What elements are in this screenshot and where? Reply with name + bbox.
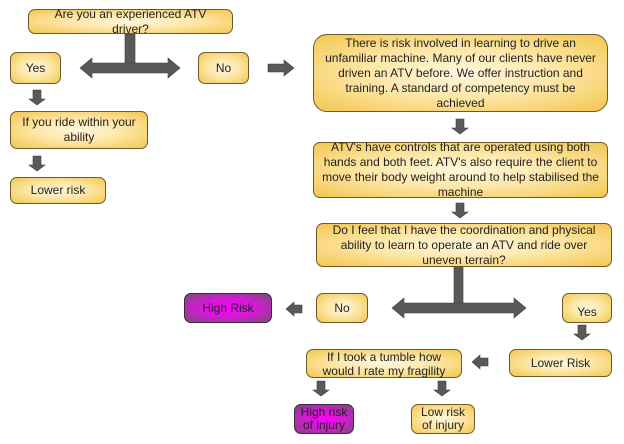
- arrow-down-icon: [312, 380, 330, 397]
- node-text: High risk of injury: [300, 405, 348, 432]
- answer-no-experienced: No: [198, 52, 249, 84]
- answer-yes-experienced: Yes: [10, 52, 61, 84]
- question-text: Do I feel that I have the coordination a…: [332, 222, 596, 267]
- node-text: Low risk of injury: [420, 405, 465, 432]
- arrow-down-icon: [433, 380, 451, 397]
- question-text: If I took a tumble how would I rate my f…: [322, 349, 446, 378]
- question-coordination: Do I feel that I have the coordination a…: [316, 223, 612, 267]
- answer-yes-coordination: Yes: [562, 293, 612, 323]
- lower-risk-experienced: Lower risk: [10, 177, 106, 204]
- q2-stem: [453, 265, 464, 305]
- question-experienced-driver: Are you an experienced ATV driver?: [28, 6, 233, 36]
- ride-within-ability: If you ride within your ability: [10, 111, 148, 149]
- arrow-left-icon: [471, 354, 489, 370]
- arrow-down-icon: [451, 118, 469, 135]
- node-text: ATV's have controls that are operated us…: [322, 140, 599, 199]
- node-text: There is risk involved in learning to dr…: [325, 35, 596, 110]
- q1-stem: [124, 33, 136, 67]
- arrow-right-icon: [267, 59, 295, 77]
- arrow-down-icon: [28, 155, 46, 172]
- high-risk-of-injury: High risk of injury: [294, 404, 354, 434]
- answer-no-coordination: No: [316, 293, 368, 323]
- low-risk-of-injury: Low risk of injury: [411, 404, 475, 434]
- node-text: High Risk: [202, 300, 254, 315]
- answer-text: Yes: [577, 304, 597, 319]
- arrow-left-icon: [285, 301, 303, 317]
- answer-text: Yes: [25, 60, 46, 75]
- fragility-question: If I took a tumble how would I rate my f…: [306, 349, 462, 378]
- answer-text: No: [215, 60, 232, 75]
- lower-risk-coordination: Lower Risk: [509, 349, 612, 377]
- q1-double-arrow: [79, 57, 181, 79]
- controls-info-box: ATV's have controls that are operated us…: [313, 140, 608, 199]
- question-text: Are you an experienced ATV driver?: [54, 6, 207, 36]
- q2-double-arrow: [391, 297, 527, 319]
- arrow-down-icon: [573, 324, 591, 341]
- arrow-down-icon: [28, 89, 46, 106]
- risk-info-box: There is risk involved in learning to dr…: [313, 34, 608, 112]
- node-text: If you ride within your ability: [22, 115, 136, 144]
- arrow-down-icon: [451, 202, 469, 219]
- answer-text: No: [334, 300, 350, 315]
- node-text: Lower Risk: [530, 355, 591, 370]
- node-text: Lower risk: [30, 183, 86, 197]
- high-risk-outcome: High Risk: [184, 293, 272, 323]
